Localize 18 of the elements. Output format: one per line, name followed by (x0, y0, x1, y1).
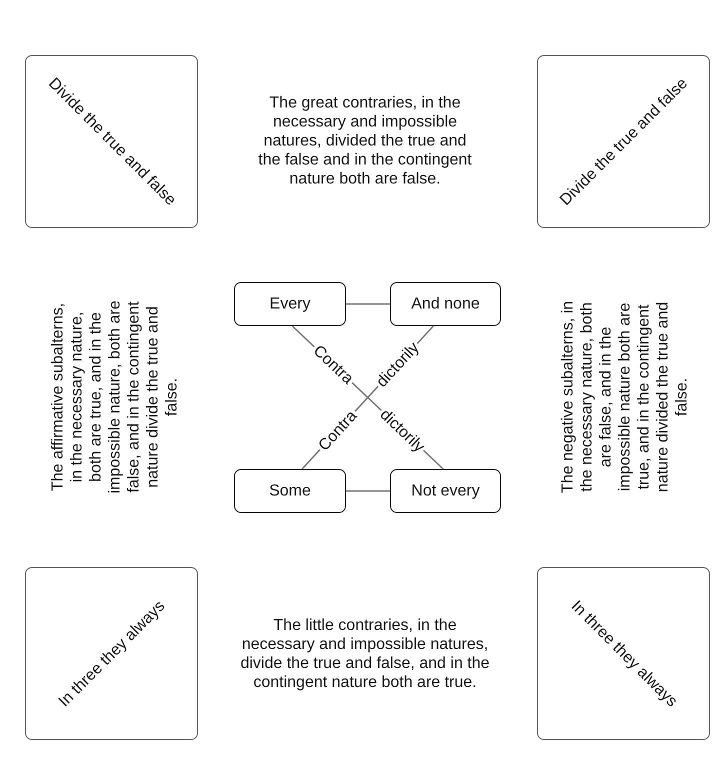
note-text: The little contraries, in the necessary and impossible natures, divide the true and false, and in the contingent nature both are true. (240, 616, 490, 692)
connector-line (346, 490, 390, 492)
term-label: Every (270, 294, 310, 314)
square-panel (537, 55, 710, 228)
term-box (234, 469, 346, 513)
term-box (234, 282, 346, 326)
square-panel (25, 55, 198, 228)
note-text: The great contraries, in the necessary and impossible natures, divided the true and the false and in the contingent nature both are false. (257, 94, 473, 188)
square-panel (25, 567, 198, 740)
term-box (390, 282, 501, 326)
term-box (390, 469, 501, 513)
note-text: The affirmative subalterns, in the necessary nature, both are true, and in the impossible nature, both are false, and in the contingent nature divide the true and false. (48, 300, 182, 496)
term-label: And none (411, 294, 480, 314)
square-panel (537, 567, 710, 740)
term-label: Some (269, 482, 311, 500)
connector-line (346, 303, 390, 305)
note-text: The negative subalterns, in the necessary nature, both are false, and in the impossible nature both are true, and in the contingent nature divided the true and false. (558, 300, 692, 496)
term-label: Not every (411, 482, 480, 500)
